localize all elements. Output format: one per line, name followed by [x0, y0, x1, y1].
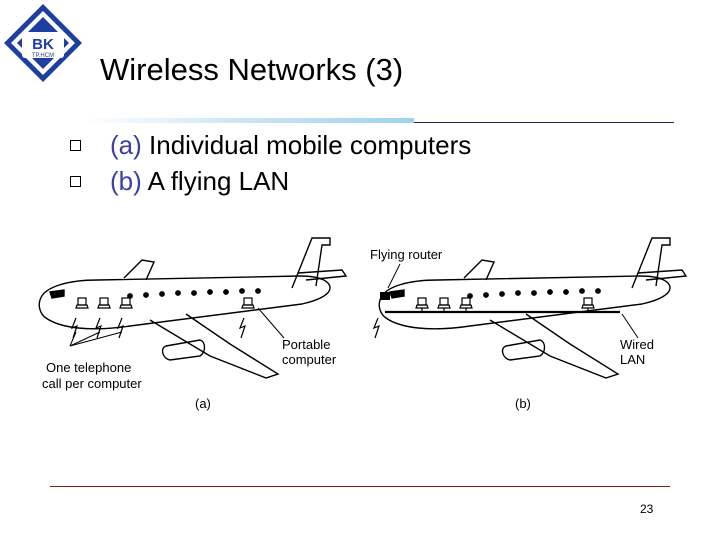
bullet-text: A flying LAN — [141, 166, 290, 196]
label-portable-computer-line1: Portable — [282, 337, 330, 352]
airplane-a: Portable computer One telephone call per… — [38, 237, 347, 411]
label-wired-lan-line2: LAN — [620, 352, 645, 367]
title-underline-rule — [414, 122, 674, 123]
bullet-tag: (a) — [110, 130, 142, 160]
slide-title: Wireless Networks (3) — [100, 52, 404, 87]
caption-b: (b) — [515, 396, 531, 411]
square-bullet-icon — [70, 176, 81, 187]
label-one-telephone-line2: call per computer — [42, 376, 142, 391]
footer-rule — [50, 486, 670, 487]
bk-logo: BK TP.HCM — [4, 4, 82, 82]
bullet-text: Individual mobile computers — [141, 130, 472, 160]
label-flying-router: Flying router — [370, 247, 443, 262]
label-one-telephone-line1: One telephone — [46, 360, 131, 375]
square-bullet-icon — [70, 140, 81, 151]
caption-a: (a) — [195, 396, 211, 411]
bullet-tag: (b) — [110, 166, 142, 196]
logo-text-bk: BK — [32, 36, 54, 53]
airplane-b: Flying router Wired LAN (b) — [370, 237, 687, 411]
title-underline-gradient — [84, 118, 414, 123]
airplane-figure: Portable computer One telephone call per… — [38, 237, 687, 411]
page-number: 23 — [640, 502, 654, 516]
label-portable-computer-line2: computer — [282, 352, 337, 367]
label-wired-lan-line1: Wired — [620, 337, 654, 352]
logo-text-tphcm: TP.HCM — [32, 53, 54, 59]
